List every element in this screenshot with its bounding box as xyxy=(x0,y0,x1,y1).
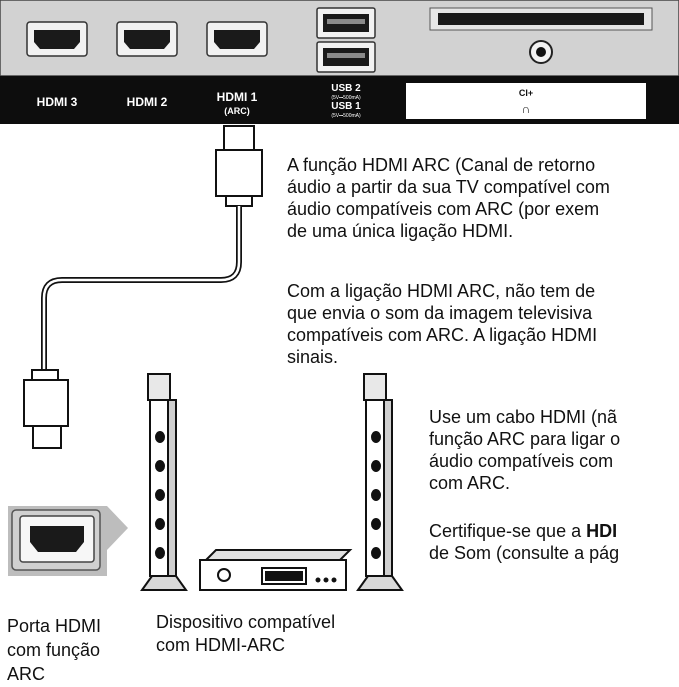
hdmi3-label: HDMI 3 xyxy=(36,95,78,109)
para2-line1: Com a ligação HDMI ARC, não tem de xyxy=(287,281,596,301)
para4-line2: de Som (consulte a pág xyxy=(429,543,620,563)
hdmi2-label: HDMI 2 xyxy=(126,95,168,109)
device-caption-line1: Dispositivo compatível xyxy=(156,612,336,632)
para2-line2: que envia o som da imagem televisiva xyxy=(287,303,593,323)
para1-line3: áudio compatíveis com ARC (por exem xyxy=(287,199,600,219)
para2-line4: sinais. xyxy=(287,347,339,367)
para2-line3: compatíveis com ARC. A ligação HDMI xyxy=(287,325,598,345)
para3-line3: áudio compatíveis com xyxy=(429,451,614,471)
hdmi-cable xyxy=(41,206,242,370)
usb1-spec: (5V⎓500mA) xyxy=(331,113,361,119)
para1-line1: A função HDMI ARC (Canal de retorno xyxy=(287,155,596,175)
hdmi2-port-icon xyxy=(116,21,178,57)
hdmi-plug-bottom-icon xyxy=(23,369,69,449)
port-caption-line2: com função xyxy=(7,640,101,660)
hdmi3-port-icon xyxy=(26,21,88,57)
usb2-spec: (5V⎓500mA) xyxy=(331,95,361,101)
hdmi1-label: HDMI 1 xyxy=(216,90,258,104)
ci-slot-icon xyxy=(429,7,653,31)
usb2-port-icon xyxy=(316,7,376,39)
para3-line4: com ARC. xyxy=(429,473,511,493)
port-caption-line3: ARC xyxy=(7,664,46,684)
para4-line1-bold: HDI xyxy=(586,521,618,541)
usb1-port-icon xyxy=(316,41,376,73)
port-caption-line1: Porta HDMI xyxy=(7,616,102,636)
ci-label: CI+ xyxy=(518,88,534,98)
headphone-jack-icon xyxy=(529,40,553,64)
headphone-symbol: ∩ xyxy=(521,102,531,116)
device-hdmi-arc-port-icon xyxy=(8,506,128,576)
para1-line2: áudio a partir da sua TV compatível com xyxy=(287,177,610,197)
para4-line1-prefix: Certifique-se que a xyxy=(429,521,587,541)
hdmi1-arc-port-icon xyxy=(206,21,268,57)
tv-connector-panel: HDMI 3 HDMI 2 HDMI 1 (ARC) USB 2 (5V⎓500… xyxy=(0,0,679,124)
para3-line1: Use um cabo HDMI (nã xyxy=(429,407,618,427)
para4-line1: Certifique-se que a HDI xyxy=(429,520,617,542)
tv-panel-illustration xyxy=(0,0,679,124)
hdmi1-arc-label: (ARC) xyxy=(224,106,250,116)
av-receiver-icon xyxy=(199,549,353,591)
right-speaker-icon xyxy=(356,373,404,591)
para1-line4: de uma única ligação HDMI. xyxy=(287,221,514,241)
usb2-label: USB 2 xyxy=(331,83,361,94)
usb1-label: USB 1 xyxy=(331,101,361,112)
ci-label-box xyxy=(406,83,646,119)
hdmi-plug-top-icon xyxy=(215,125,263,207)
connection-illustration xyxy=(8,125,404,591)
device-caption-line2: com HDMI-ARC xyxy=(156,635,285,655)
para3-line2: função ARC para ligar o xyxy=(429,429,621,449)
left-speaker-icon xyxy=(140,373,188,591)
